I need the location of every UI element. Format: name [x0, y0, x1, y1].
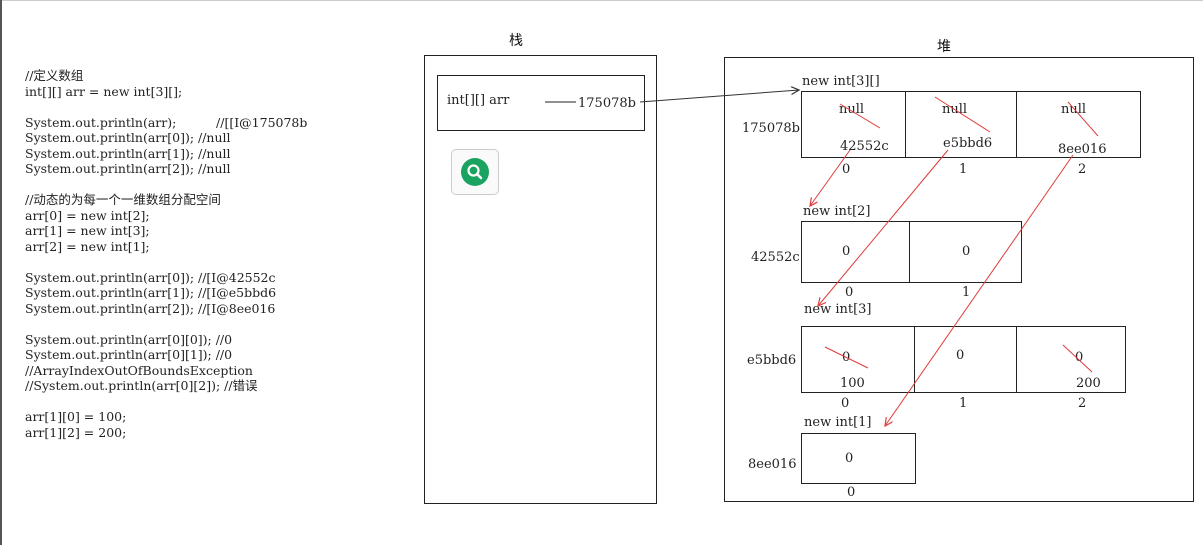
code-line [25, 254, 307, 270]
code-line: System.out.println(arr[2]); //[I@8ee016 [25, 300, 276, 316]
arr2-box [801, 433, 916, 484]
code-line: System.out.println(arr[2]); //null [25, 161, 231, 176]
left-border [0, 0, 2, 545]
code-line: arr[1] = new int[3]; [25, 223, 150, 238]
arr1-cell-2-new: 200 [1076, 376, 1101, 391]
code-line: System.out.println(arr[1]); //[I@e5bbd6 [25, 285, 277, 300]
arr2-address: 8ee016 [748, 457, 797, 472]
stack-variable-box [437, 75, 645, 131]
code-line: arr[1][0] = 100; [25, 409, 127, 424]
outer-cell-1-old: null [942, 102, 968, 117]
code-line: int[][] arr = new int[3][]; [25, 83, 183, 99]
code-line [25, 99, 307, 115]
arr0-cell-0: 0 [842, 244, 851, 259]
search-button[interactable] [451, 149, 499, 195]
arr0-cell-1: 0 [962, 244, 971, 259]
code-line [25, 177, 307, 193]
outer-divider-2 [1016, 91, 1017, 157]
code-line: arr[0] = new int[2]; [25, 207, 150, 223]
code-line: //定义数组 [25, 68, 84, 83]
code-line: System.out.println(arr[0]); //null [25, 130, 231, 145]
code-line: System.out.println(arr); //[[I@175078b [25, 114, 308, 130]
arr2-cell-0: 0 [845, 451, 854, 466]
code-line: System.out.println(arr[0]); //[I@42552c [25, 269, 276, 285]
code-line: System.out.println(arr[0][0]); //0 [25, 331, 233, 347]
outer-index-0: 0 [842, 162, 851, 177]
stack-var-value: 175078b [578, 96, 636, 111]
arr1-index-0: 0 [841, 396, 850, 411]
outer-cell-2-new: 8ee016 [1058, 142, 1107, 157]
heap-title: 堆 [937, 39, 951, 55]
arr1-cell-1: 0 [956, 348, 965, 363]
code-line: System.out.println(arr[1]); //null [25, 145, 231, 161]
outer-array-address: 175078b [742, 121, 800, 136]
code-line [25, 316, 307, 332]
arr0-address: 42552c [751, 250, 800, 265]
arr2-index-0: 0 [847, 485, 856, 500]
code-line: arr[2] = new int[1]; [25, 238, 150, 254]
outer-cell-0-new: 42552c [840, 139, 889, 154]
arr1-cell-0-new: 100 [840, 376, 865, 391]
code-line: //System.out.println(arr[0][2]); //错误 [25, 378, 258, 393]
arr0-header: new int[2] [803, 204, 871, 219]
arr1-address: e5bbd6 [747, 353, 797, 368]
outer-divider-1 [905, 91, 906, 157]
arr0-index-1: 1 [962, 285, 971, 300]
stack-var-label: int[][] arr [447, 93, 510, 108]
arr0-index-0: 0 [845, 285, 854, 300]
code-line: //动态的为每一个一维数组分配空间 [25, 192, 221, 207]
top-border [0, 0, 1203, 1]
arr1-index-1: 1 [959, 396, 968, 411]
code-line: System.out.println(arr[0][1]); //0 [25, 347, 233, 362]
code-line: //ArrayIndexOutOfBoundsException [25, 362, 253, 378]
arr1-header: new int[3] [804, 302, 872, 317]
stack-title: 栈 [509, 33, 523, 49]
arr1-divider-1 [914, 326, 915, 392]
outer-index-2: 2 [1078, 162, 1087, 177]
arr0-divider-1 [909, 221, 910, 282]
arr1-index-2: 2 [1078, 396, 1087, 411]
search-icon [461, 158, 489, 186]
outer-array-header: new int[3][] [802, 74, 880, 89]
arr1-cell-2-old: 0 [1075, 350, 1084, 365]
arr1-cell-0-old: 0 [842, 350, 851, 365]
outer-cell-1-new: e5bbd6 [943, 136, 993, 151]
code-line [25, 394, 307, 410]
arr1-divider-2 [1016, 326, 1017, 392]
outer-index-1: 1 [959, 162, 968, 177]
outer-cell-0-old: null [839, 102, 865, 117]
arr0-box [801, 221, 1022, 283]
arr2-header: new int[1] [804, 415, 872, 430]
code-line: arr[1][2] = 200; [25, 424, 127, 440]
outer-cell-2-old: null [1061, 102, 1087, 117]
